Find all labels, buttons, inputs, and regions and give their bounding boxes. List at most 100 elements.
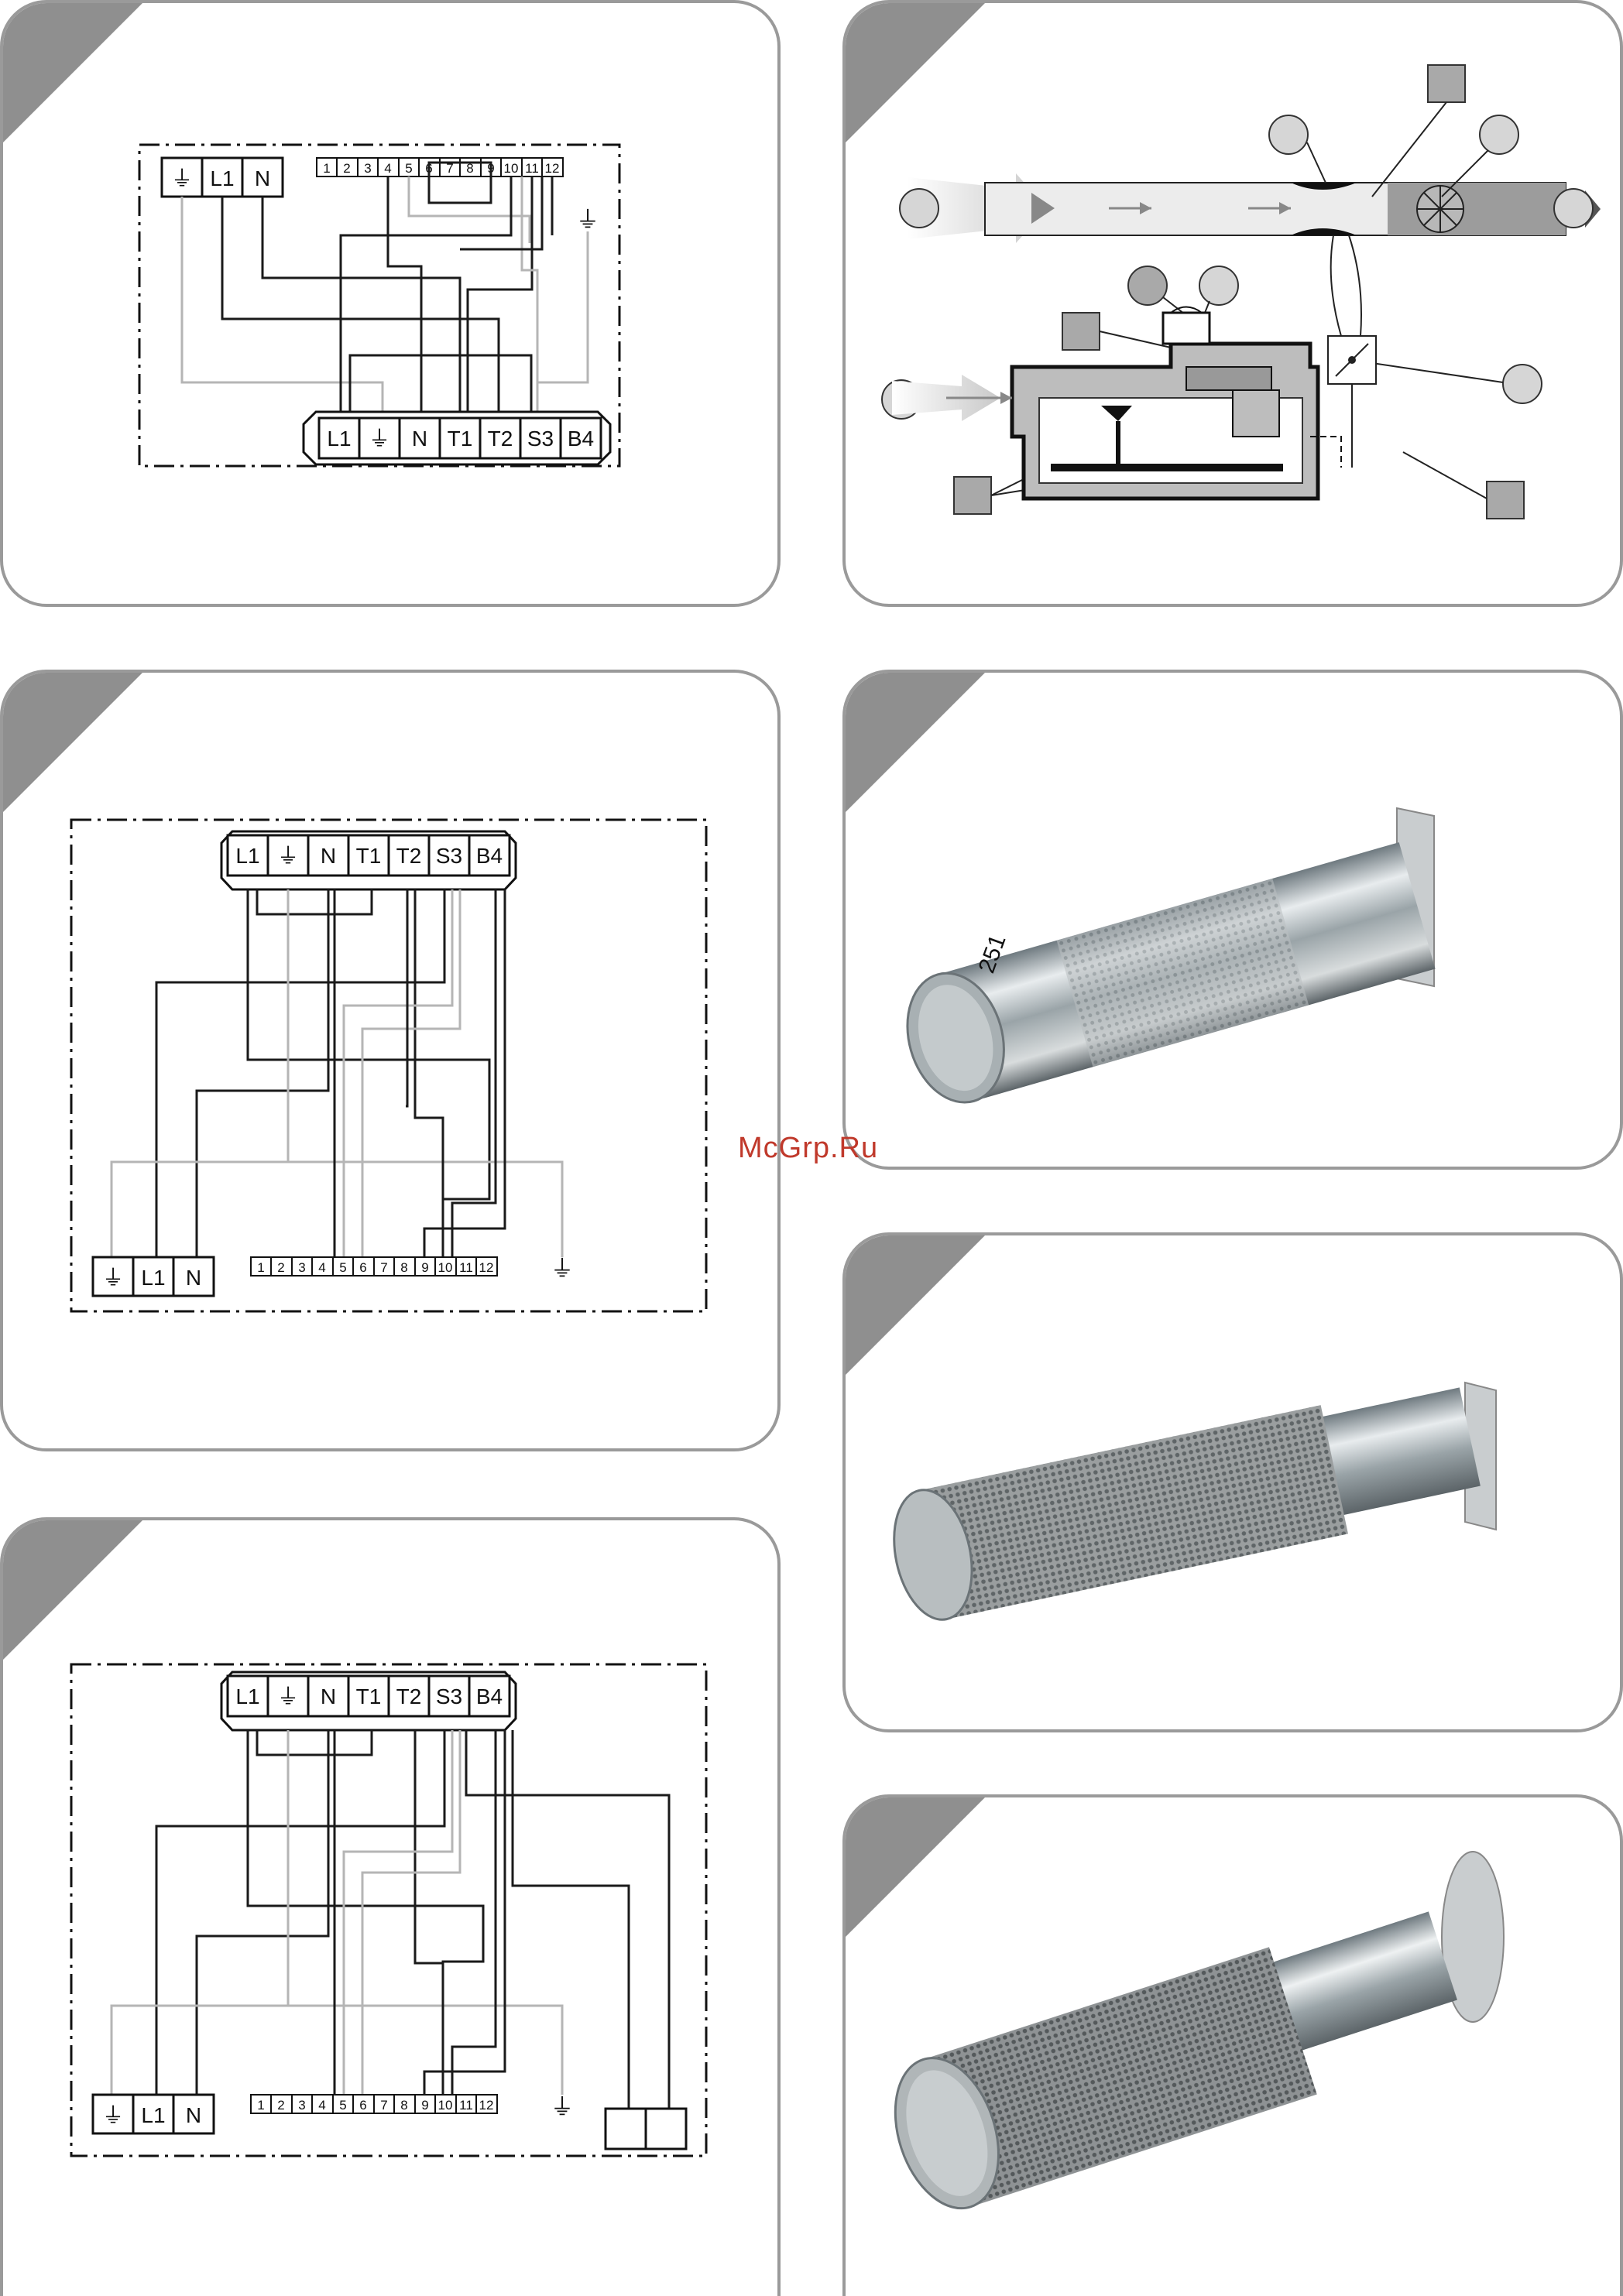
ground-symbol: ⏚	[551, 2095, 574, 2120]
strip-number: 4	[384, 161, 391, 176]
connector-label: B4	[476, 1684, 503, 1708]
callout-square	[1062, 313, 1100, 350]
terminal-label: ⏚	[102, 1266, 124, 1290]
connector-label: ⏚	[277, 844, 299, 868]
panel-wiring-bottom: L1 ⏚ N T1 T2 S3 B4	[0, 1517, 781, 2296]
strip-number: 6	[359, 2098, 366, 2113]
wiring-diagram-middle: L1 ⏚ N T1 T2 S3 B4	[3, 673, 781, 1451]
strip-number: 11	[459, 2098, 473, 2113]
panel-wiring-middle: L1 ⏚ N T1 T2 S3 B4	[0, 670, 781, 1451]
connector-label: S3	[527, 427, 554, 451]
panel-photo-burner-2	[842, 1232, 1623, 1732]
burner-tube-photo-1: 251	[846, 673, 1623, 1170]
strip-number: 7	[380, 1260, 387, 1275]
strip-number: 5	[339, 1260, 346, 1275]
terminal-label: ⏚	[171, 166, 193, 190]
main-connector: L1 ⏚ N T1 T2 S3 B4	[221, 831, 516, 889]
connector-label: ⏚	[277, 1684, 299, 1708]
strip-number: 3	[298, 2098, 305, 2113]
connector-label: N	[321, 1684, 336, 1708]
connector-label: L1	[235, 844, 259, 868]
ground-symbol: ⏚	[551, 1256, 574, 1282]
strip-number: 3	[298, 1260, 305, 1275]
wires	[112, 889, 562, 1257]
connector-label: T1	[356, 844, 382, 868]
panel-wiring-top: ⏚ L1 N 1 2 3 4 5 6 7 8	[0, 0, 781, 607]
callout-circle	[1128, 266, 1167, 305]
callout-circle	[1503, 365, 1542, 403]
connector-label: N	[321, 844, 336, 868]
strip-number: 2	[277, 2098, 284, 2113]
left-terminal-block: ⏚ L1 N	[93, 1257, 214, 1296]
numbered-terminal-strip: 1 2 3 4 5 6 7 8 9 10 11 12	[317, 158, 563, 176]
strip-number: 1	[323, 161, 330, 176]
burner-tube-photo-2	[846, 1235, 1623, 1732]
connector-label: ⏚	[369, 427, 390, 451]
terminal-label: L1	[210, 166, 234, 190]
strip-number: 4	[318, 2098, 325, 2113]
wires	[182, 163, 588, 412]
strip-number: 6	[359, 1260, 366, 1275]
terminal-label: L1	[141, 1266, 165, 1290]
connector-label: T2	[396, 844, 422, 868]
gas-valve-schematic	[846, 3, 1623, 607]
strip-number: 4	[318, 1260, 325, 1275]
connector-label: L1	[235, 1684, 259, 1708]
numbered-terminal-strip: 1 2 3 4 5 6 7 8 9 10 11 12	[251, 2095, 497, 2113]
strip-number: 1	[257, 1260, 264, 1275]
connector-label: S3	[436, 844, 462, 868]
strip-number: 3	[364, 161, 371, 176]
connector-label: B4	[568, 427, 594, 451]
main-connector: L1 ⏚ N T1 T2 S3 B4	[221, 1672, 516, 1730]
strip-number: 2	[277, 1260, 284, 1275]
strip-number: 5	[339, 2098, 346, 2113]
callout-square	[954, 477, 991, 514]
left-terminal-block: ⏚ L1 N	[162, 158, 283, 197]
connector-label: S3	[436, 1684, 462, 1708]
strip-number: 2	[343, 161, 350, 176]
terminal-label: L1	[141, 2103, 165, 2127]
mesh-section	[1057, 879, 1309, 1067]
callout-square	[1428, 65, 1465, 102]
numbered-terminal-strip: 1 2 3 4 5 6 7 8 9 10 11 12	[251, 1257, 497, 1276]
main-connector: L1 ⏚ N T1 T2 S3 B4	[304, 412, 610, 464]
strip-number: 12	[545, 161, 560, 176]
strip-number: 10	[504, 161, 519, 176]
strip-number: 11	[525, 161, 539, 176]
terminal-label: N	[186, 2103, 201, 2127]
callout-circle	[1554, 189, 1593, 228]
callout-circle	[1269, 115, 1308, 154]
connector-label: T2	[396, 1684, 422, 1708]
strip-number: 12	[479, 2098, 494, 2113]
wires	[112, 1730, 669, 2109]
burner-tube-photo-3	[846, 1797, 1623, 2296]
wiring-diagram-top: ⏚ L1 N 1 2 3 4 5 6 7 8	[3, 3, 781, 607]
external-terminals	[606, 2109, 686, 2149]
terminal-label: N	[186, 1266, 201, 1290]
terminal-label: ⏚	[102, 2103, 124, 2127]
connector-label: B4	[476, 844, 503, 868]
callout-circle	[1199, 266, 1238, 305]
panel-photo-burner-3	[842, 1794, 1623, 2296]
connector-label: T1	[448, 427, 473, 451]
strip-number: 12	[479, 1260, 494, 1275]
strip-number: 8	[400, 1260, 407, 1275]
strip-number: 11	[459, 1260, 473, 1275]
strip-number: 9	[421, 1260, 428, 1275]
connector-label: T1	[356, 1684, 382, 1708]
strip-number: 8	[400, 2098, 407, 2113]
gas-valve-body	[1012, 307, 1341, 499]
callout-circle	[900, 189, 938, 228]
strip-number: 10	[438, 2098, 453, 2113]
left-terminal-block: ⏚ L1 N	[93, 2095, 214, 2133]
ground-symbol: ⏚	[576, 207, 599, 233]
strip-number: 1	[257, 2098, 264, 2113]
panel-gas-schematic	[842, 0, 1623, 607]
callout-circle	[1480, 115, 1518, 154]
strip-number: 9	[421, 2098, 428, 2113]
strip-number: 10	[438, 1260, 453, 1275]
mesh-section	[919, 1405, 1348, 1619]
connector-label: N	[412, 427, 427, 451]
connector-label: T2	[488, 427, 513, 451]
callout-square	[1487, 481, 1524, 519]
